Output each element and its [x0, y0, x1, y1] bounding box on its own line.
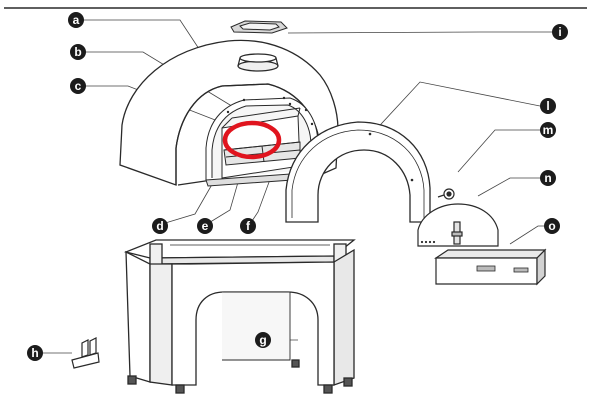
burner-box: [434, 248, 547, 286]
callout-i: i: [552, 24, 568, 40]
callout-d: d: [152, 218, 168, 234]
svg-text:f: f: [246, 219, 251, 233]
callout-b: b: [70, 44, 86, 60]
svg-text:h: h: [31, 346, 38, 360]
leader-d: [161, 173, 219, 225]
oven-stand: [123, 239, 356, 394]
callout-m: m: [540, 122, 556, 138]
svg-text:m: m: [543, 123, 554, 137]
svg-text:g: g: [259, 333, 266, 347]
svg-text:b: b: [74, 45, 81, 59]
oven-chamber: [205, 97, 321, 187]
door-vents: [420, 240, 436, 244]
leader-i: [287, 31, 552, 34]
callout-o: o: [544, 218, 560, 234]
callout-l: l: [540, 98, 556, 114]
chamber-rivets: [226, 96, 314, 126]
leader-c: [85, 85, 229, 126]
oven-door: [417, 203, 499, 247]
callout-h: h: [27, 345, 43, 361]
svg-text:e: e: [202, 219, 209, 233]
callout-c: c: [70, 78, 86, 94]
svg-text:a: a: [73, 13, 80, 27]
front-arch: [285, 121, 431, 223]
thermometer: [437, 188, 455, 200]
leader-m: [457, 129, 540, 173]
leader-l: [369, 81, 541, 137]
svg-text:l: l: [546, 99, 549, 113]
svg-text:i: i: [558, 25, 561, 39]
svg-text:d: d: [156, 219, 163, 233]
callout-a: a: [68, 12, 84, 28]
leader-o: [509, 225, 544, 245]
dome-shell: [119, 39, 339, 186]
leader-a: [83, 19, 206, 59]
leader-n: [477, 177, 540, 197]
callout-g: g: [255, 332, 271, 348]
svg-text:o: o: [548, 219, 555, 233]
leader-lines: [43, 19, 552, 354]
callout-f: f: [240, 218, 256, 234]
callout-e: e: [197, 218, 213, 234]
svg-text:n: n: [544, 171, 551, 185]
callout-n: n: [540, 170, 556, 186]
bracket: [71, 337, 100, 369]
svg-text:c: c: [75, 79, 82, 93]
highlight-ring: [222, 120, 282, 160]
vent-plate: [230, 20, 288, 34]
